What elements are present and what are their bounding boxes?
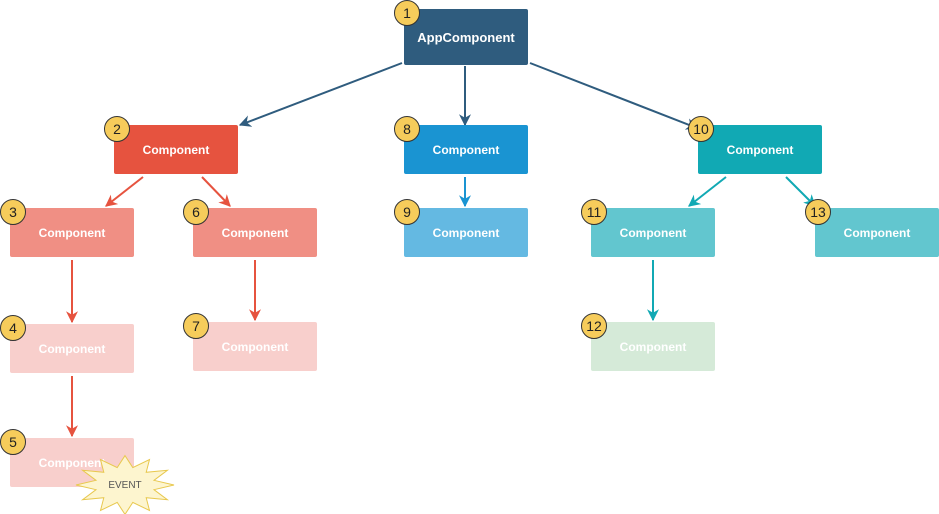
component-node-label: Component — [38, 455, 106, 470]
component-node-label: Component — [726, 142, 794, 157]
component-node-label: Component — [619, 339, 687, 354]
edge-1-to-10 — [529, 62, 699, 130]
component-node-label: AppComponent — [417, 29, 515, 45]
component-node-label: Component — [142, 142, 210, 157]
step-number-badge-10: 10 — [688, 116, 714, 142]
step-number-badge-1: 1 — [394, 0, 420, 26]
component-node-10: Component — [698, 125, 822, 174]
step-number-badge-7: 7 — [183, 313, 209, 339]
component-node-label: Component — [221, 225, 289, 240]
step-number-badge-3: 3 — [0, 199, 26, 225]
component-node-12: Component — [591, 322, 715, 371]
event-label: EVENT — [108, 479, 142, 491]
component-node-label: Component — [432, 142, 500, 157]
edge-2-to-6 — [201, 176, 231, 207]
step-number-badge-8: 8 — [394, 116, 420, 142]
component-node-13: Component — [815, 208, 939, 257]
step-number-badge-5: 5 — [0, 429, 26, 455]
step-number-badge-12: 12 — [581, 313, 607, 339]
component-node-4: Component — [10, 324, 134, 373]
component-node-label: Component — [432, 225, 500, 240]
step-number-badge-6: 6 — [183, 199, 209, 225]
component-node-6: Component — [193, 208, 317, 257]
component-node-label: Component — [38, 225, 106, 240]
step-number-badge-13: 13 — [805, 199, 831, 225]
component-node-1: AppComponent — [404, 9, 528, 65]
edge-10-to-11 — [688, 176, 727, 207]
component-node-3: Component — [10, 208, 134, 257]
component-node-8: Component — [404, 125, 528, 174]
component-node-7: Component — [193, 322, 317, 371]
component-node-label: Component — [221, 339, 289, 354]
event-starburst — [75, 454, 175, 514]
step-number-badge-11: 11 — [581, 199, 607, 225]
component-node-2: Component — [114, 125, 238, 174]
edge-1-to-2 — [238, 62, 403, 127]
edge-2-to-3 — [105, 176, 144, 207]
component-node-11: Component — [591, 208, 715, 257]
step-number-badge-9: 9 — [394, 199, 420, 225]
component-node-label: Component — [38, 341, 106, 356]
component-node-9: Component — [404, 208, 528, 257]
component-node-label: Component — [843, 225, 911, 240]
step-number-badge-2: 2 — [104, 116, 130, 142]
component-node-label: Component — [619, 225, 687, 240]
step-number-badge-4: 4 — [0, 315, 26, 341]
